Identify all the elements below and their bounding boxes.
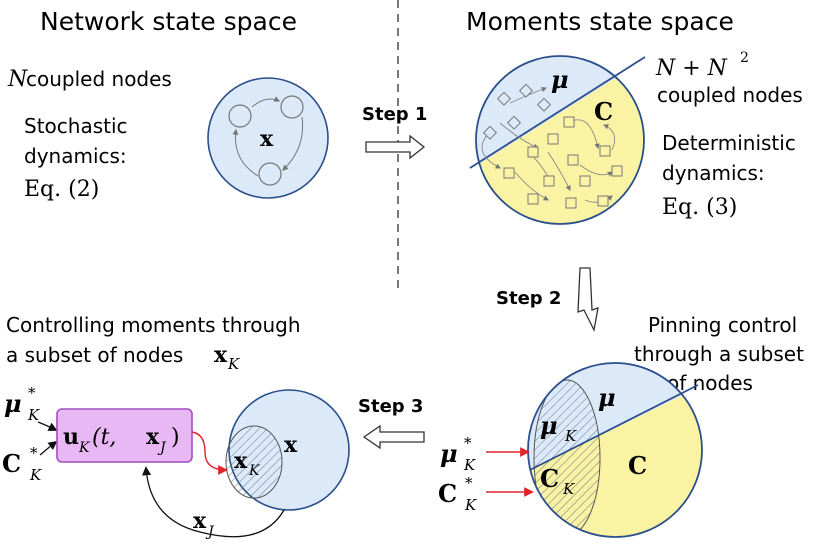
n-symbol: N	[7, 67, 28, 92]
step-1-label: Step 1	[362, 104, 427, 125]
ctrl-args: (t,	[92, 425, 116, 450]
network-node	[280, 95, 304, 119]
xj-label: x	[193, 508, 207, 534]
xj-label-sub: J	[205, 524, 215, 540]
input-arrow-mu	[37, 421, 58, 431]
controlled-network-circle: x K x	[225, 389, 350, 511]
mu-label-top: μ	[551, 65, 569, 94]
c-star-pin: C	[438, 479, 457, 508]
muk-sub: K	[564, 427, 577, 445]
mu-star-sub: K	[463, 456, 476, 474]
xk-label-sub: K	[248, 463, 261, 479]
mu-star-ctrl-sup: *	[28, 384, 36, 402]
c-star-ctrl: C	[2, 449, 21, 478]
network-node	[228, 104, 252, 128]
feedback-arrow	[142, 466, 285, 538]
dynamics-label-left: dynamics:	[24, 144, 127, 168]
count-coupled-label: coupled nodes	[657, 83, 803, 107]
xk-label: x	[234, 448, 248, 474]
c-star-sup: *	[465, 474, 473, 492]
network-node	[258, 162, 282, 186]
moments-circle: μ C	[469, 55, 646, 225]
x-label-bottom: x	[284, 432, 298, 458]
pinning-circle: μ μ K C K C	[527, 362, 703, 538]
c-label-top: C	[594, 97, 613, 126]
controlling-line1: Controlling moments through	[6, 313, 301, 337]
moments-title: Moments state space	[466, 7, 734, 36]
stochastic-label: Stochastic	[24, 114, 128, 138]
muk-label: μ	[540, 411, 558, 440]
mu-star-pin: μ	[440, 439, 458, 468]
c-star-ctrl-sub: K	[29, 466, 42, 484]
ck-label: C	[540, 464, 559, 493]
mu-star-ctrl: μ	[4, 389, 22, 418]
ctrl-u-sub: K	[78, 440, 91, 456]
step-1-arrow	[365, 134, 426, 160]
dynamics-label-right: dynamics:	[662, 161, 765, 185]
step-3-label: Step 3	[358, 396, 423, 417]
count-expr: N + N	[655, 56, 728, 81]
step-3-arrow	[362, 424, 425, 450]
ck-sub: K	[562, 480, 575, 498]
controlling-xk: x	[214, 342, 228, 368]
network-title: Network state space	[40, 7, 297, 36]
controller-box: u K (t, x J )	[56, 408, 193, 463]
pinning-line3: of nodes	[667, 371, 753, 395]
ctrl-u: u	[63, 424, 79, 450]
state-x-label: x	[260, 126, 274, 152]
count-exponent: 2	[740, 50, 749, 66]
mean-nodes	[482, 83, 552, 140]
ctrl-x: x	[146, 424, 160, 450]
ctrl-close: )	[171, 425, 180, 450]
ctrl-x-sub: J	[157, 440, 167, 456]
c-label-pin: C	[628, 451, 647, 480]
c-star-ctrl-sup: *	[30, 444, 38, 462]
step-2-arrow	[577, 267, 599, 333]
covariance-nodes	[503, 116, 623, 209]
controlling-xk-sub: K	[227, 355, 240, 373]
eq-2-label: Eq. (2)	[24, 177, 99, 202]
pinning-line2: through a subset	[634, 342, 804, 366]
deterministic-label: Deterministic	[662, 131, 796, 155]
step-2-label: Step 2	[496, 288, 561, 309]
eq-3-label: Eq. (3)	[662, 195, 737, 220]
n-coupled-label: coupled nodes	[26, 67, 172, 91]
mu-star-ctrl-sub: K	[27, 406, 40, 424]
controlling-line2: a subset of nodes	[6, 343, 183, 367]
pinning-line1: Pinning control	[648, 313, 797, 337]
control-signal-arrow	[191, 431, 228, 475]
c-star-sub: K	[464, 496, 477, 514]
mu-star-sup: *	[464, 434, 472, 452]
network-circle: x	[207, 77, 329, 199]
input-arrow-c	[39, 440, 58, 456]
mu-label-pin: μ	[598, 383, 616, 412]
